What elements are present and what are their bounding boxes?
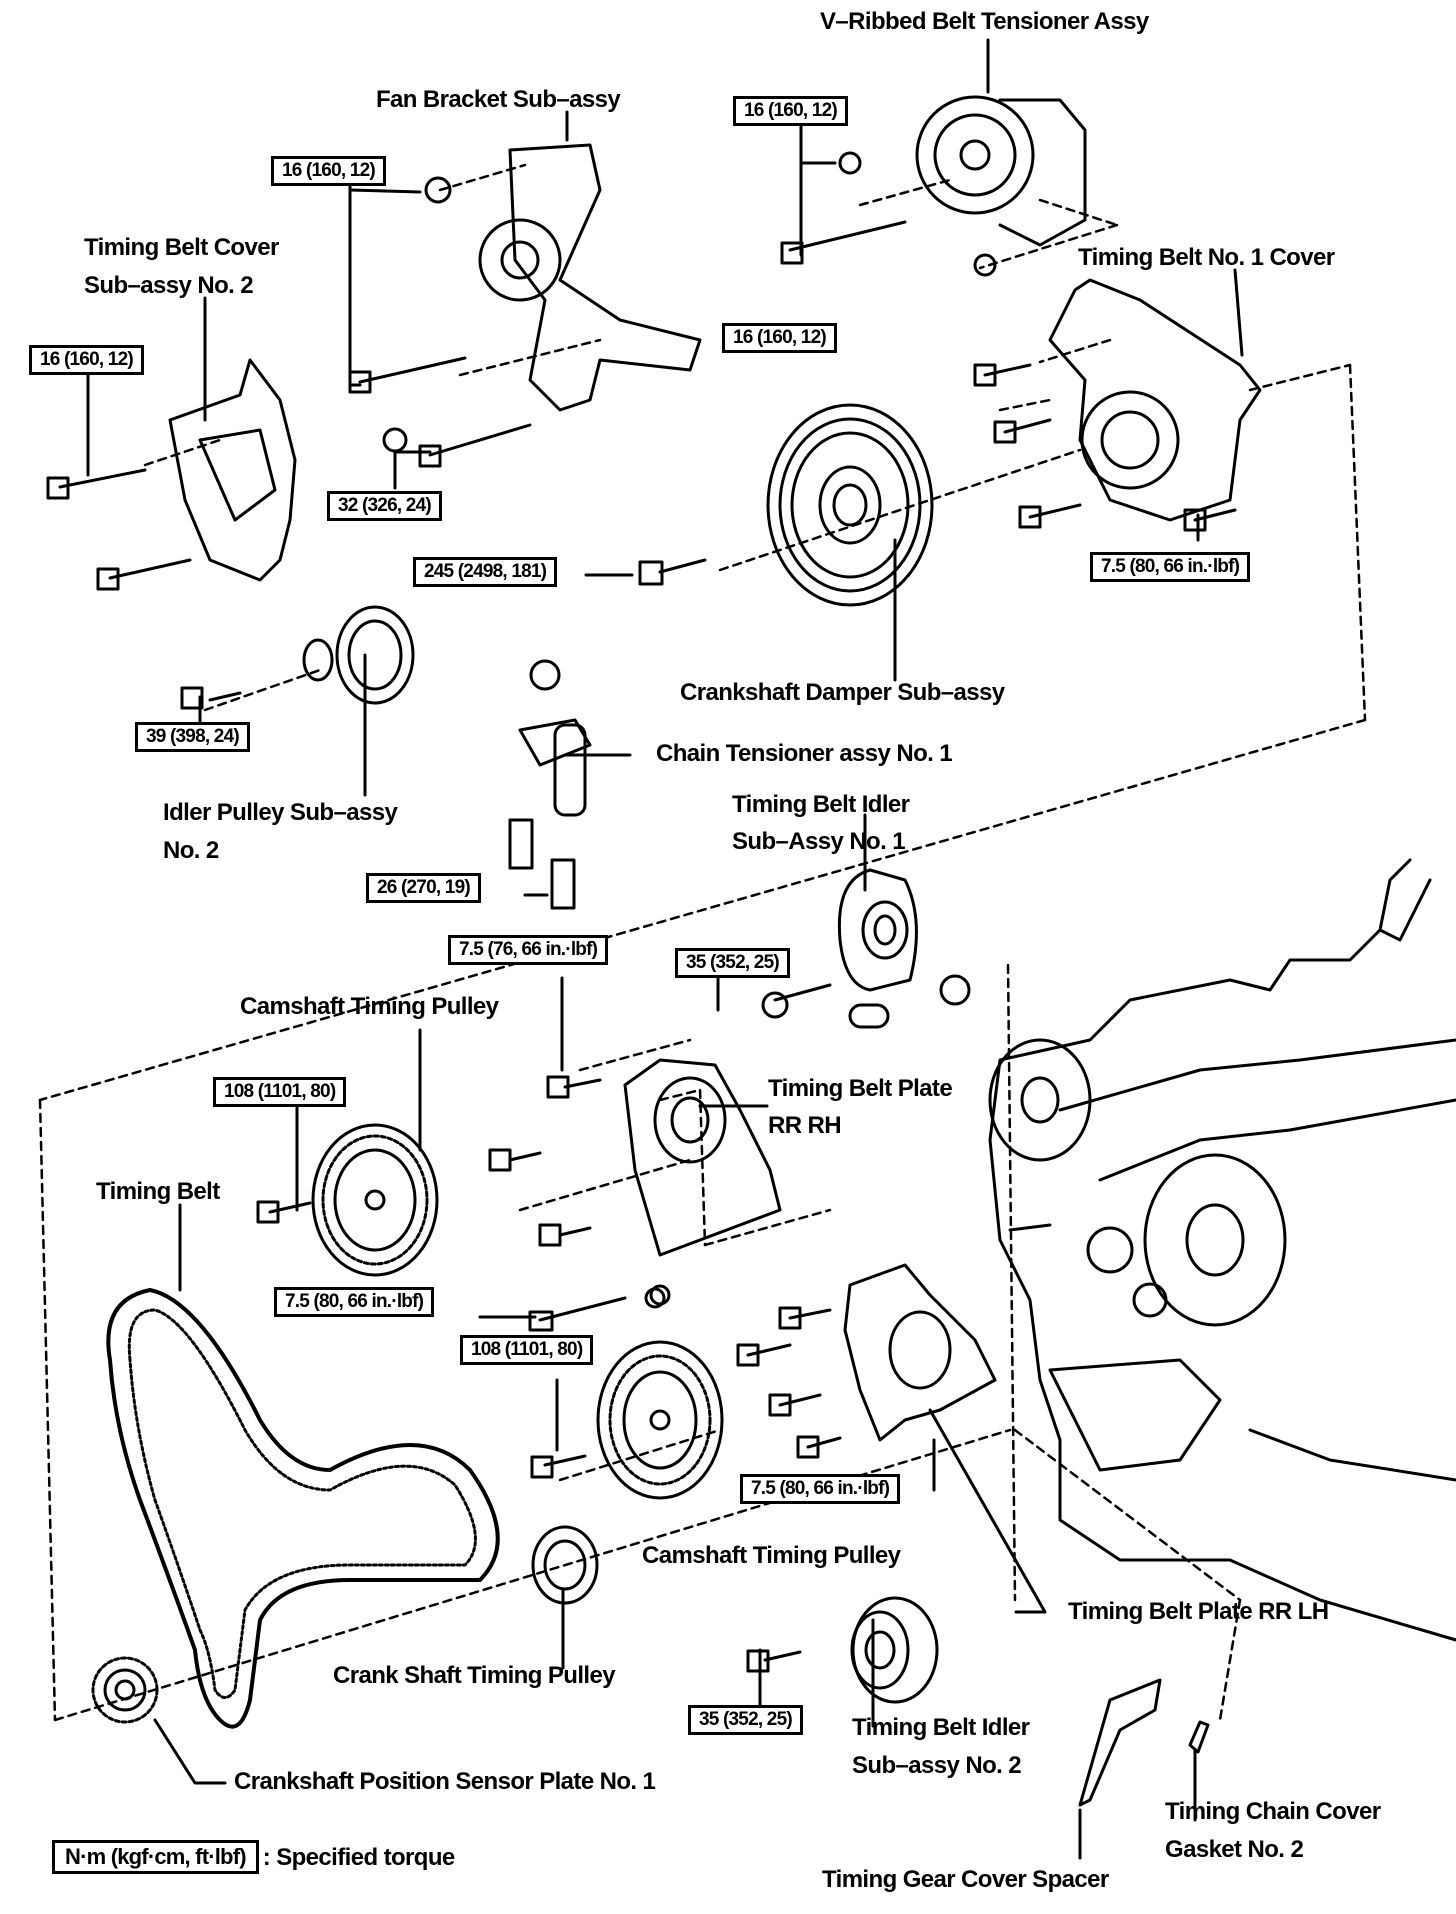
torque-cam-pulley-upper-bolt: 108 (1101, 80) xyxy=(213,1077,347,1107)
torque-chain-tensioner-bolt: 26 (270, 19) xyxy=(366,873,481,903)
label-timing-belt-cover-no2-line2: Sub–assy No. 2 xyxy=(84,272,254,299)
label-timing-belt-idler-no2-line1: Timing Belt Idler xyxy=(852,1714,1030,1741)
label-timing-gear-cover-spacer: Timing Gear Cover Spacer xyxy=(822,1866,1109,1893)
label-timing-belt-plate-rr-rh-line2: RR RH xyxy=(768,1112,842,1139)
timing-belt-cover-no2-part xyxy=(46,358,297,591)
assembly-dash-lines xyxy=(38,163,1367,1722)
label-timing-belt-idler-no2-line2: Sub–assy No. 2 xyxy=(852,1752,1022,1779)
label-timing-chain-cover-gasket-line2: Gasket No. 2 xyxy=(1165,1836,1304,1863)
crankshaft-position-sensor-plate-part xyxy=(91,1656,159,1724)
timing-belt-idler-no2-part xyxy=(746,1596,939,1704)
label-timing-belt: Timing Belt xyxy=(96,1178,220,1205)
label-v-ribbed-belt-tensioner: V–Ribbed Belt Tensioner Assy xyxy=(820,8,1149,35)
label-timing-belt-plate-rr-rh-line1: Timing Belt Plate xyxy=(768,1075,953,1102)
camshaft-timing-pulley-upper-part xyxy=(256,1123,439,1277)
leader-lines xyxy=(86,38,1244,1860)
timing-belt-idler-no1-part xyxy=(761,868,971,1029)
torque-idler-no2-bolt: 35 (352, 25) xyxy=(688,1705,803,1735)
torque-tensioner-bolt: 16 (160, 12) xyxy=(733,96,848,126)
torque-cam-pulley-lower-bolt: 108 (1101, 80) xyxy=(460,1335,594,1365)
v-ribbed-belt-tensioner-part xyxy=(780,95,1087,277)
legend-description: : Specified torque xyxy=(262,1843,455,1871)
label-camshaft-timing-pulley-upper: Camshaft Timing Pulley xyxy=(240,993,499,1020)
torque-idler-no1-bolt: 35 (352, 25) xyxy=(675,948,790,978)
label-chain-tensioner: Chain Tensioner assy No. 1 xyxy=(656,740,953,767)
legend-units-box: N·m (kgf·cm, ft·lbf) xyxy=(52,1840,259,1874)
timing-chain-cover-gasket-part xyxy=(1188,1720,1210,1754)
timing-belt-plate-rr-lh-part xyxy=(736,1263,997,1459)
torque-fan-bracket-nut: 16 (160, 12) xyxy=(271,156,386,186)
engine-block-outline xyxy=(988,858,1456,1642)
label-idler-pulley-no2-line1: Idler Pulley Sub–assy xyxy=(163,799,398,826)
label-crank-shaft-timing-pulley: Crank Shaft Timing Pulley xyxy=(333,1662,616,1689)
fan-bracket-part xyxy=(348,143,702,468)
label-timing-belt-cover-no2-line1: Timing Belt Cover xyxy=(84,234,279,261)
torque-idler-no2-pulley-bolt: 39 (398, 24) xyxy=(135,722,250,752)
torque-crank-damper-bolt: 245 (2498, 181) xyxy=(413,557,558,587)
crank-shaft-timing-pulley-part xyxy=(531,1525,599,1605)
timing-gear-cover-spacer-part xyxy=(1078,1678,1162,1807)
torque-belt-cover-no2-bolt: 16 (160, 12) xyxy=(29,345,144,375)
timing-belt-part xyxy=(106,1288,500,1729)
torque-no1-cover-bolt: 7.5 (80, 66 in.·lbf) xyxy=(1090,552,1251,582)
parts xyxy=(46,95,1456,1807)
camshaft-timing-pulley-lower-part xyxy=(530,1340,724,1500)
label-timing-belt-no1-cover: Timing Belt No. 1 Cover xyxy=(1078,244,1335,271)
label-timing-belt-idler-no1-line2: Sub–Assy No. 1 xyxy=(732,828,906,855)
label-fan-bracket: Fan Bracket Sub–assy xyxy=(376,86,621,113)
torque-fan-bracket-lower: 32 (326, 24) xyxy=(327,491,442,521)
label-timing-belt-plate-rr-lh: Timing Belt Plate RR LH xyxy=(1068,1598,1329,1625)
label-timing-chain-cover-gasket-line1: Timing Chain Cover xyxy=(1165,1798,1381,1825)
label-idler-pulley-no2-line2: No. 2 xyxy=(163,837,219,864)
label-camshaft-timing-pulley-lower: Camshaft Timing Pulley xyxy=(642,1542,901,1569)
label-crankshaft-damper: Crankshaft Damper Sub–assy xyxy=(680,679,1005,706)
torque-plate-rr-rh-bolt: 7.5 (76, 66 in.·lbf) xyxy=(448,935,609,965)
label-crankshaft-position-sensor-plate: Crankshaft Position Sensor Plate No. 1 xyxy=(234,1768,656,1795)
crankshaft-damper-part xyxy=(638,403,934,607)
timing-belt-no1-cover-part xyxy=(973,278,1262,532)
torque-stud-bolt: 7.5 (80, 66 in.·lbf) xyxy=(274,1287,435,1317)
torque-legend: N·m (kgf·cm, ft·lbf) : Specified torque xyxy=(52,1840,455,1874)
chain-tensioner-part xyxy=(508,659,592,910)
idler-pulley-no2-part xyxy=(180,605,415,710)
label-timing-belt-idler-no1-line1: Timing Belt Idler xyxy=(732,791,910,818)
torque-fan-bracket-side: 16 (160, 12) xyxy=(722,323,837,353)
torque-plate-rr-lh-bolt: 7.5 (80, 66 in.·lbf) xyxy=(740,1474,901,1504)
timing-belt-plate-rr-rh-part xyxy=(488,1058,782,1306)
stud-bolt-part xyxy=(528,1287,666,1332)
